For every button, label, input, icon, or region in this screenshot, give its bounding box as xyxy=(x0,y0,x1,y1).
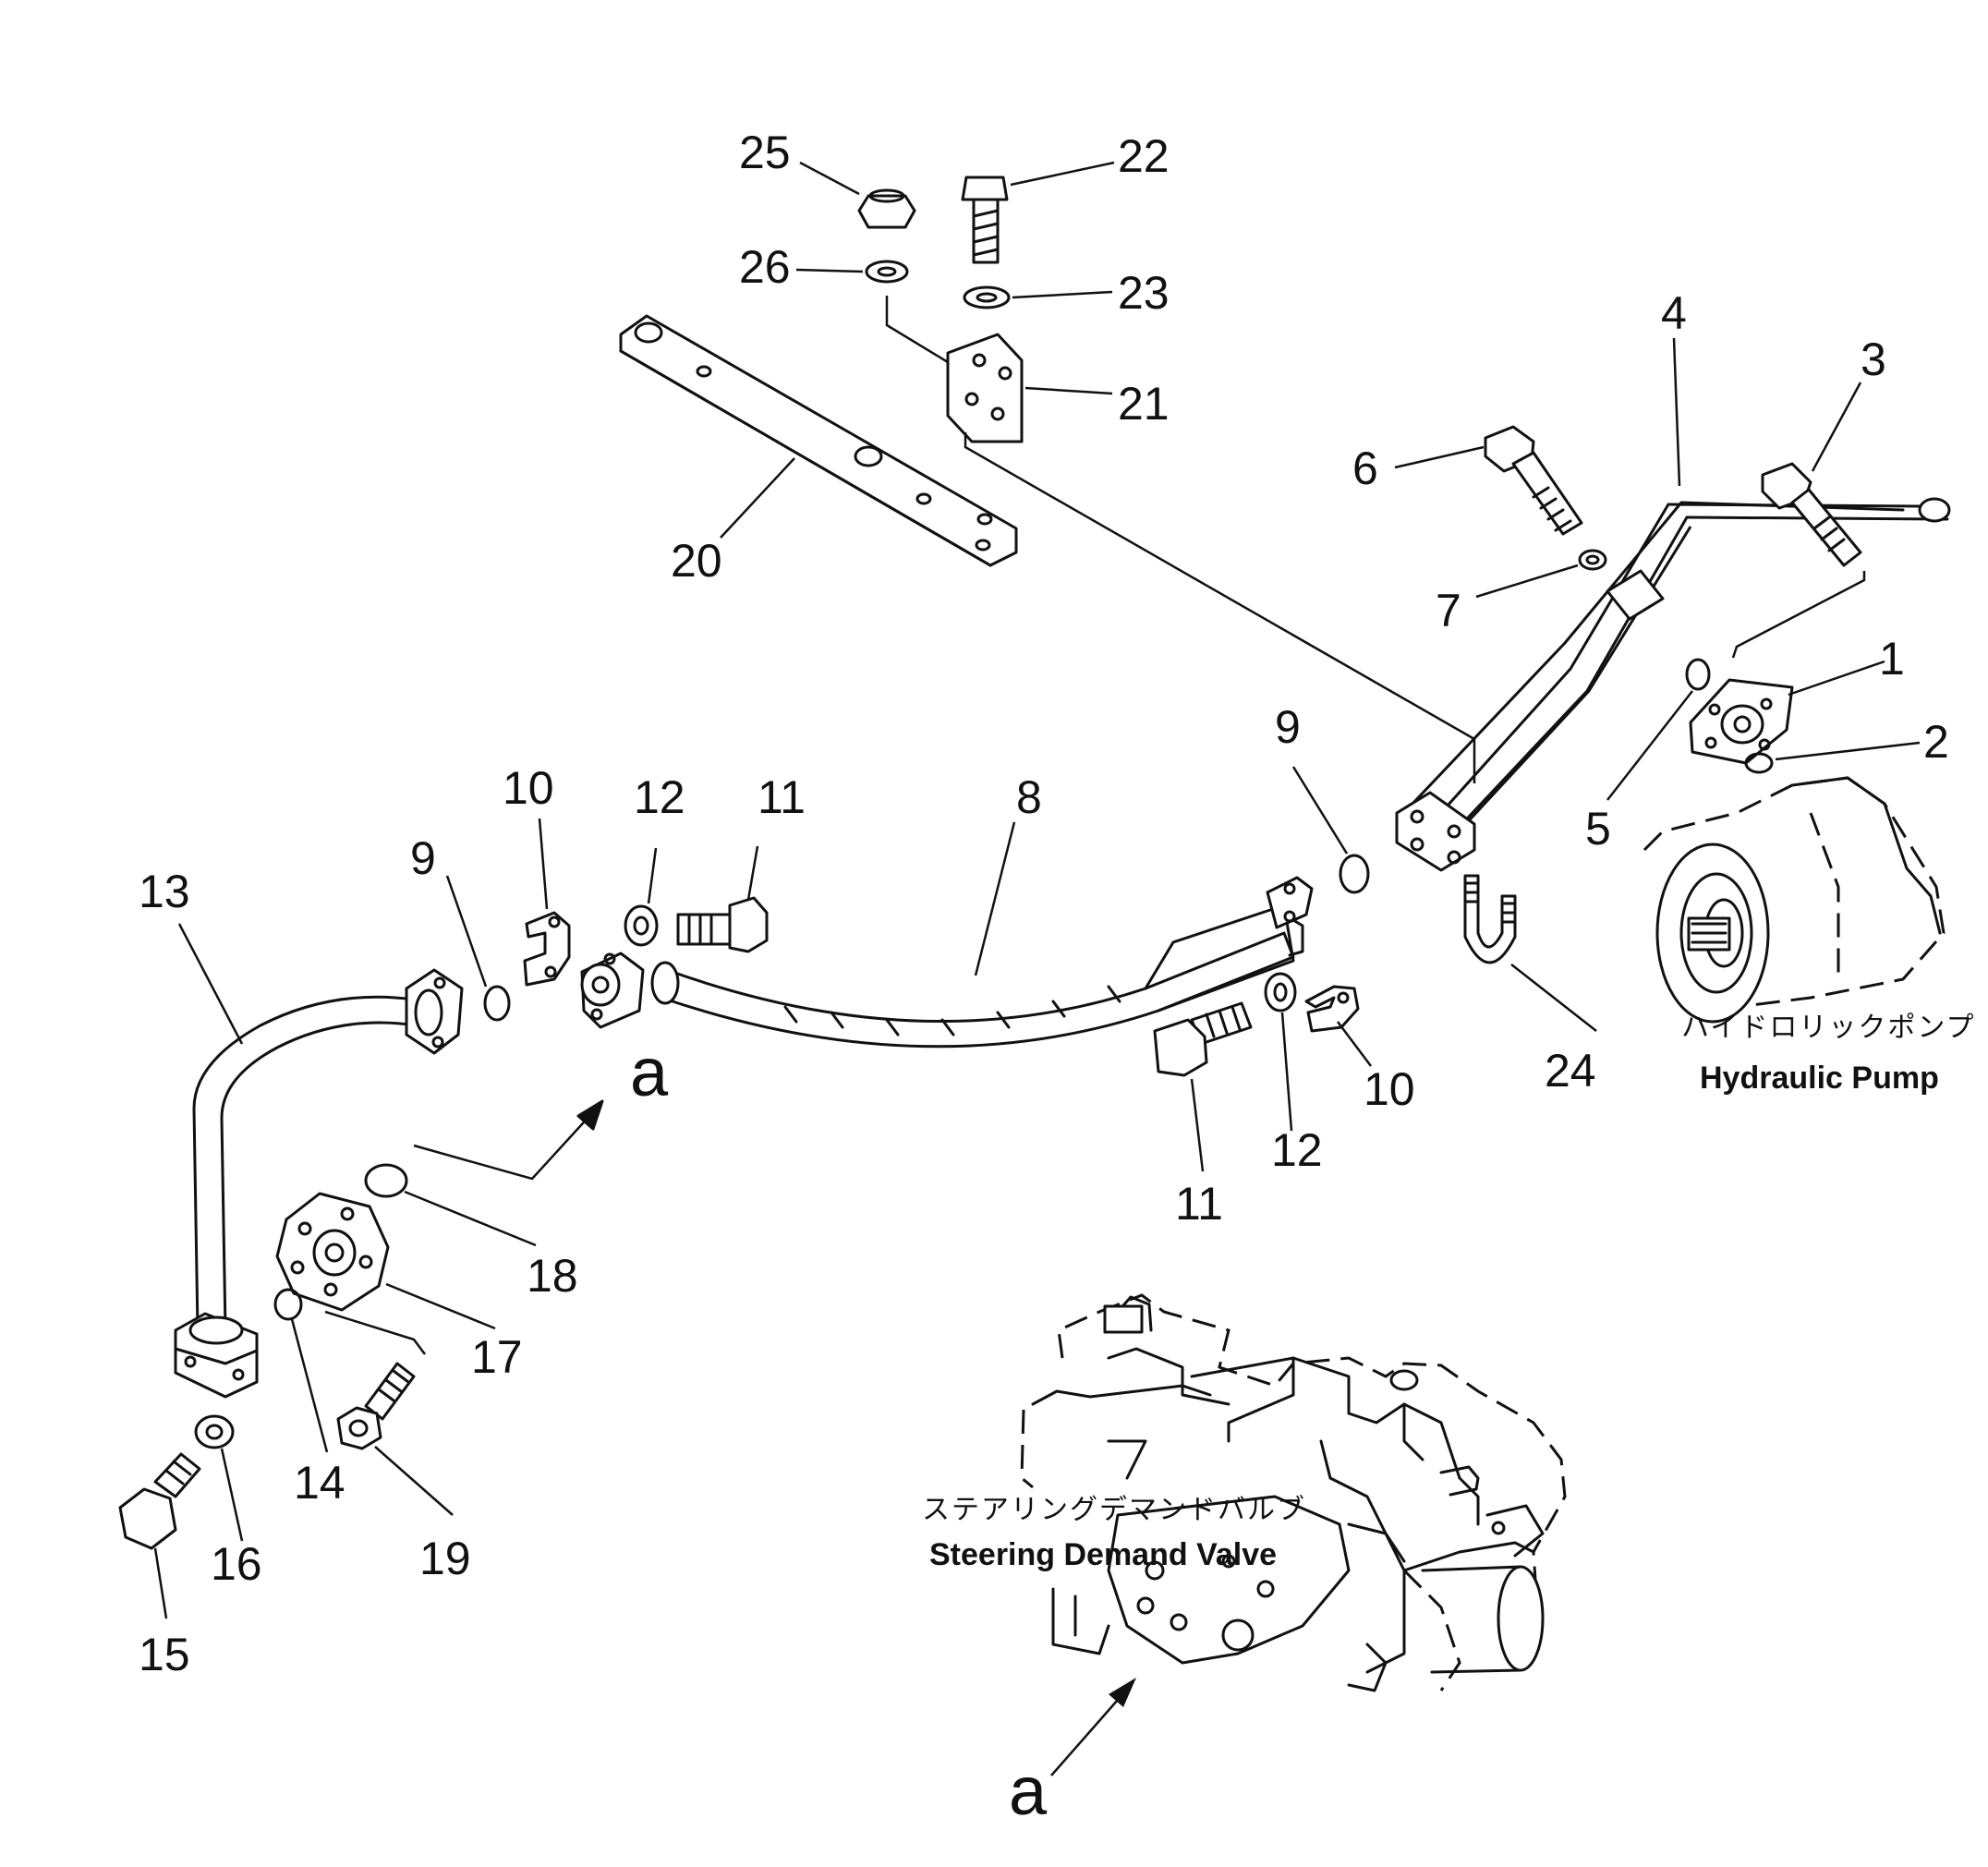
label-16: 16 xyxy=(211,1538,262,1590)
bolt-11-upper xyxy=(676,896,769,953)
washer-12-right xyxy=(1264,972,1297,1012)
pump-label-jp: ハイドロリックポンプ xyxy=(1681,1012,1976,1043)
label-9-right: 9 xyxy=(1275,701,1301,753)
pipe-4 xyxy=(1395,497,1951,872)
label-12-right: 12 xyxy=(1271,1124,1323,1176)
ref-a-lower: a xyxy=(1009,1752,1048,1829)
washer-7 xyxy=(1578,549,1607,571)
label-9-left: 9 xyxy=(410,832,436,884)
o-ring-2 xyxy=(1744,752,1774,774)
label-17: 17 xyxy=(471,1331,523,1383)
label-21: 21 xyxy=(1118,378,1170,430)
valve-label-en: Steering Demand Valve xyxy=(929,1537,1277,1572)
o-ring-9-left xyxy=(483,985,511,1022)
label-14: 14 xyxy=(294,1457,345,1509)
pipe-13 xyxy=(174,968,464,1399)
bolt-6 xyxy=(1484,425,1583,536)
leader-lines xyxy=(153,161,1921,1619)
bolt-19 xyxy=(336,1362,416,1450)
ref-a-upper: a xyxy=(630,1034,669,1110)
flange-17 xyxy=(275,1192,390,1312)
bolt-22 xyxy=(961,176,1009,264)
label-10-right: 10 xyxy=(1364,1063,1415,1115)
label-23: 23 xyxy=(1118,267,1170,319)
pump-label-en: Hydraulic Pump xyxy=(1700,1061,1939,1096)
o-ring-5 xyxy=(1685,658,1711,691)
label-18: 18 xyxy=(527,1250,578,1302)
nut-25 xyxy=(857,188,916,229)
label-26: 26 xyxy=(739,241,791,293)
label-13: 13 xyxy=(139,866,190,917)
label-6: 6 xyxy=(1352,443,1378,494)
washer-26 xyxy=(865,260,909,284)
label-11-lower: 11 xyxy=(1175,1178,1223,1230)
hose-fitting-left xyxy=(580,952,645,1029)
reference-arrow-upper xyxy=(413,1113,592,1181)
washer-23 xyxy=(963,285,1011,309)
steering-demand-valve xyxy=(1020,1293,1567,1692)
label-22: 22 xyxy=(1118,130,1170,182)
bolt-15 xyxy=(118,1452,201,1550)
o-ring-14 xyxy=(273,1288,303,1321)
label-4: 4 xyxy=(1661,287,1687,339)
label-10-left: 10 xyxy=(503,762,554,814)
label-7: 7 xyxy=(1436,585,1461,636)
washer-16 xyxy=(194,1414,235,1449)
label-1: 1 xyxy=(1879,633,1905,685)
label-11-upper: 11 xyxy=(758,771,806,823)
label-5: 5 xyxy=(1585,803,1611,855)
hose-8 xyxy=(650,876,1314,1049)
reference-arrow-lower xyxy=(1050,1699,1119,1776)
clamp-half-10-right xyxy=(1304,985,1360,1033)
valve-label-jp: ステアリングデマンドバルブ xyxy=(922,1495,1306,1525)
bolt-11-lower xyxy=(1153,1001,1253,1077)
washer-12-left xyxy=(624,904,659,947)
o-ring-9-right xyxy=(1339,854,1370,894)
bolt-3 xyxy=(1761,462,1862,567)
label-25: 25 xyxy=(739,127,791,178)
hydraulic-pump xyxy=(1643,776,1946,1024)
label-2: 2 xyxy=(1923,716,1949,768)
plate-21 xyxy=(946,333,1024,443)
part-number-labels: 25 22 26 23 21 20 6 7 4 3 1 2 5 9 24 8 1… xyxy=(139,127,1949,1829)
label-15: 15 xyxy=(139,1629,190,1680)
o-ring-18 xyxy=(364,1163,408,1198)
label-3: 3 xyxy=(1861,333,1886,385)
label-20: 20 xyxy=(671,535,722,587)
label-24: 24 xyxy=(1545,1045,1596,1097)
label-8: 8 xyxy=(1016,771,1042,823)
bracket-plate-20 xyxy=(619,314,1018,567)
flange-1 xyxy=(1689,678,1794,765)
clamp-half-10-left xyxy=(523,911,571,987)
label-19: 19 xyxy=(419,1533,471,1584)
label-12-left: 12 xyxy=(634,771,685,823)
u-bolt-24 xyxy=(1463,874,1517,964)
